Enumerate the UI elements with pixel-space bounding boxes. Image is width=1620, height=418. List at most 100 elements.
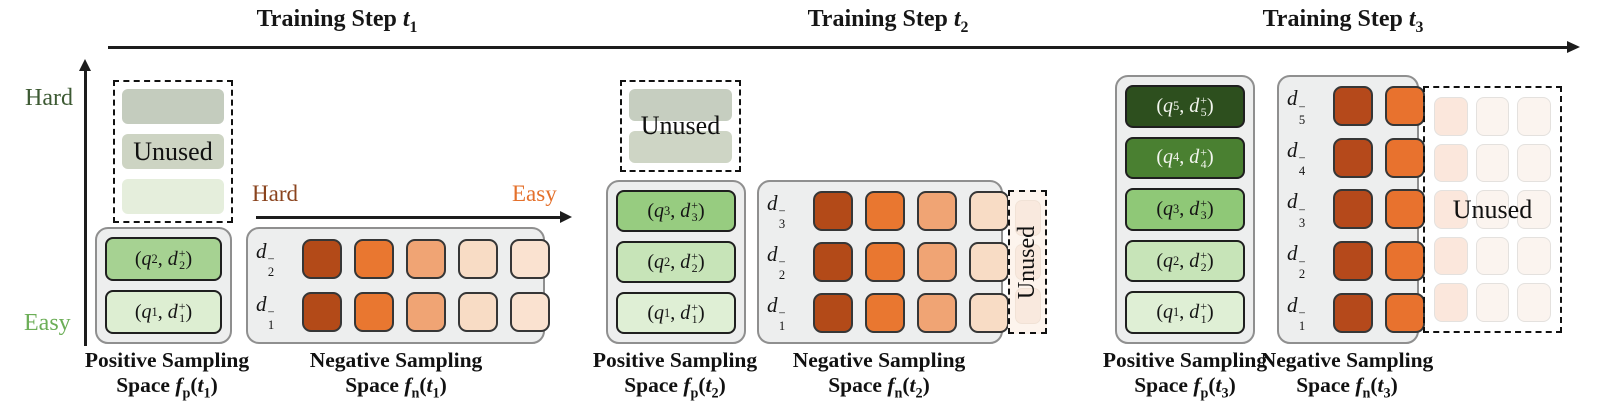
negative-sample-cell xyxy=(865,242,905,282)
axis-hard-label: Hard xyxy=(25,85,73,111)
math-scripts: +4 xyxy=(1200,144,1207,171)
negative-sampling-space-t3: d−5 d−4 d−3 d−2 d−1 xyxy=(1277,75,1425,344)
unused-rows xyxy=(622,82,739,170)
unused-sample-cell xyxy=(1475,97,1510,136)
math-scripts: +5 xyxy=(1200,93,1207,120)
caption-line2: Space fn(t1) xyxy=(345,373,447,402)
unused-sample-cell xyxy=(1434,190,1468,229)
math-scripts: +2 xyxy=(691,248,698,275)
negative-sample-cell xyxy=(1333,137,1373,178)
math-scripts: −5 xyxy=(1298,99,1306,127)
negative-sample-cell xyxy=(302,292,342,332)
negative-row-d4: d−4 xyxy=(1287,137,1425,180)
negative-sample-cell xyxy=(1385,292,1425,333)
negative-doc-label: d−2 xyxy=(256,238,275,280)
unused-sample-cell xyxy=(1475,283,1510,322)
negative-space-caption-t3: Negative Sampling Space fn(t3) xyxy=(1261,348,1434,406)
negative-row-d3: d−3 xyxy=(767,190,1009,232)
math-scripts: +1 xyxy=(178,298,186,325)
caption-line1: Positive Sampling xyxy=(84,348,250,372)
negative-sample-cell xyxy=(1333,292,1373,333)
timeline-arrow xyxy=(108,41,1580,52)
negative-sample-cell xyxy=(1385,137,1425,178)
negative-doc-label: d−5 xyxy=(1287,86,1306,127)
negative-sample-cell xyxy=(458,239,498,279)
negative-sample-cell xyxy=(865,293,905,333)
unused-sample-cell xyxy=(1517,236,1551,276)
negative-doc-label: d−4 xyxy=(1287,137,1306,179)
unused-sample-cell xyxy=(1434,143,1468,183)
training-step-title-t2: Training Step t2 xyxy=(807,6,969,36)
negative-sample-cell xyxy=(969,191,1009,231)
unused-box-t3: Unused xyxy=(1423,86,1562,333)
math-scripts: +2 xyxy=(178,245,186,272)
caption-line1: Negative Sampling xyxy=(792,348,966,372)
negative-sample-cell xyxy=(1385,241,1425,282)
caption-line2: Space fp(t3) xyxy=(1134,373,1236,402)
math-scripts: −4 xyxy=(1298,151,1306,179)
negative-sample-cell xyxy=(1333,189,1373,230)
math-scripts: +2 xyxy=(1200,247,1207,275)
negative-space-caption-t2: Negative Sampling Space fn(t2) xyxy=(793,348,966,406)
unused-pair-row xyxy=(629,89,732,121)
math-scripts: −1 xyxy=(1298,306,1306,333)
difficulty-axis-arrow xyxy=(79,59,90,346)
math-scripts: −1 xyxy=(267,305,275,333)
negative-row-d2: d−2 xyxy=(767,241,1009,283)
negative-sample-cell xyxy=(1385,189,1425,230)
training-step-title-t3: Training Step t3 xyxy=(1262,6,1424,36)
caption-line1: Negative Sampling xyxy=(1260,348,1434,372)
unused-sample-cell xyxy=(1517,190,1551,229)
negative-doc-label: d−1 xyxy=(1287,292,1306,333)
unused-sample-cell xyxy=(1475,236,1510,276)
unused-sample-cell xyxy=(1475,143,1510,183)
axis-easy-label: Easy xyxy=(24,310,71,336)
math-scripts: +1 xyxy=(691,299,698,326)
negative-sample-cell xyxy=(406,239,446,279)
math-scripts: +3 xyxy=(1200,196,1207,223)
negative-sample-cell xyxy=(510,239,550,279)
caption-line1: Positive Sampling xyxy=(1102,348,1268,372)
negative-sample-cell xyxy=(1385,86,1425,127)
unused-rows xyxy=(115,82,231,221)
negative-sample-cell xyxy=(813,191,853,231)
unused-pair-row xyxy=(122,134,224,169)
math-scripts: +3 xyxy=(691,197,698,224)
positive-space-caption-t2: Positive Sampling Space fp(t2) xyxy=(593,348,757,406)
math-scripts: +1 xyxy=(1200,299,1207,326)
unused-sample-cell xyxy=(1014,244,1041,280)
unused-ghost-squares xyxy=(1010,192,1045,332)
hardness-easy-label: Easy xyxy=(512,181,557,206)
caption-line2: Space fp(t1) xyxy=(116,373,218,402)
hardness-arrow xyxy=(256,212,572,222)
hardness-hard-label: Hard xyxy=(252,181,298,206)
negative-sample-cell xyxy=(458,292,498,332)
negative-sample-cell xyxy=(302,239,342,279)
math-scripts: −3 xyxy=(778,204,786,232)
negative-row-d3: d−3 xyxy=(1287,188,1425,231)
math-scripts: −2 xyxy=(267,252,275,280)
unused-sample-cell xyxy=(1517,143,1551,183)
negative-sample-cell xyxy=(917,191,957,231)
negative-sample-cell xyxy=(354,239,394,279)
unused-pair-row xyxy=(122,179,224,214)
math-scripts: −3 xyxy=(1298,202,1306,230)
negative-sample-cell xyxy=(406,292,446,332)
unused-grid xyxy=(1425,88,1560,331)
negative-doc-label: d−3 xyxy=(767,190,786,232)
caption-line2: Space fn(t3) xyxy=(1296,373,1398,402)
negative-row-d2: d−2 xyxy=(1287,240,1425,283)
unused-box-side-t2: Unused xyxy=(1008,190,1047,334)
negative-sample-cell xyxy=(1333,86,1373,127)
unused-sample-cell xyxy=(1014,200,1041,236)
